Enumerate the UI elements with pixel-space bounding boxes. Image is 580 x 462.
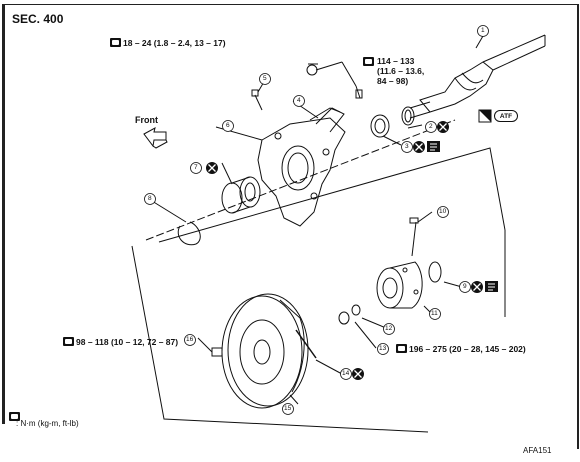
callout-7: 7 (194, 164, 198, 171)
front-label: Front (135, 115, 158, 125)
section-label: SEC. 400 (12, 12, 64, 26)
front-arrow-icon (143, 127, 168, 149)
box-outline (131, 245, 429, 433)
grease-icon (427, 141, 498, 292)
torque-wrench-icon (110, 38, 121, 47)
callout-13: 13 (379, 345, 387, 352)
callout-11: 11 (431, 310, 438, 317)
callout-15: 15 (284, 405, 292, 412)
torque-spec-hub-nut: 196 – 275 (20 – 28, 145 – 202) (409, 344, 526, 354)
callout-8: 8 (148, 195, 152, 202)
torque-spec-tie-rod-line3: 84 – 98) (377, 76, 409, 86)
seal-ring-9 (428, 261, 442, 283)
torque-wrench-icon (9, 412, 20, 421)
callout-10: 10 (439, 208, 447, 215)
torque-spec-bolt-5: 18 – 24 (1.8 – 2.4, 13 – 17) (123, 38, 226, 48)
torque-wrench-icon (63, 337, 74, 346)
steering-knuckle (257, 107, 346, 227)
snap-ring (177, 221, 201, 246)
right-border (577, 4, 579, 449)
torque-spec-tie-rod-line2: (11.6 – 13.6, (377, 66, 425, 76)
tie-rod (309, 107, 341, 121)
torque-wrench-icon (396, 344, 407, 353)
cotter-pin (295, 329, 317, 359)
callout-1: 1 (481, 27, 485, 34)
bolt (254, 94, 263, 111)
wheel-bearing (221, 176, 261, 214)
callout-2: 2 (429, 123, 433, 130)
callout-9: 9 (463, 283, 467, 290)
brake-rotor (221, 293, 309, 409)
callout-markers (144, 25, 489, 415)
torque-wrench-icon (363, 57, 374, 66)
atf-oil-icon (478, 109, 492, 123)
crossed-circle-icon (206, 121, 483, 380)
wheel-stud (411, 221, 417, 257)
callout-5: 5 (263, 75, 267, 82)
atf-badge: ATF (494, 110, 518, 122)
rotor-bolt (211, 347, 223, 357)
callout-16: 16 (186, 336, 194, 343)
callout-4: 4 (297, 97, 301, 104)
torque-legend: : N·m (kg-m, ft-lb) (16, 419, 79, 428)
callout-6: 6 (226, 122, 230, 129)
left-border (2, 4, 5, 424)
torque-spec-tie-rod-line1: 114 – 133 (377, 56, 415, 66)
wheel-hub (376, 261, 423, 309)
callout-3: 3 (405, 143, 409, 150)
callout-14: 14 (342, 370, 350, 377)
seal-ring (401, 106, 415, 126)
torque-spec-rotor-bolt: 98 – 118 (10 – 12, 72 – 87) (76, 337, 179, 347)
top-border (2, 4, 579, 5)
callout-12: 12 (385, 325, 393, 332)
drive-shaft (409, 34, 546, 119)
figure-id: AFA151 (523, 446, 552, 455)
